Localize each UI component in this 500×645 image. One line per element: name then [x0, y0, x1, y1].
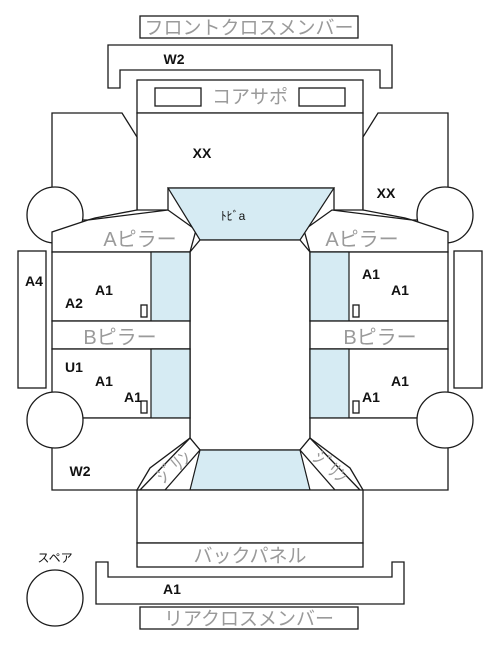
- front-left-window[interactable]: [150, 251, 191, 322]
- rear-right-window[interactable]: [309, 348, 350, 419]
- rear-left-door-code-2: A1: [95, 373, 113, 389]
- core-support-label: コアサポ: [212, 86, 288, 108]
- rear-bumper[interactable]: [95, 561, 405, 605]
- rear-window[interactable]: [189, 449, 311, 491]
- rear-right-door-code-1: A1: [391, 373, 409, 389]
- left-side-sill[interactable]: [17, 250, 47, 389]
- rear-bumper-code: A1: [163, 581, 181, 597]
- rear-cross-member-label: リアクロスメンバー: [164, 608, 334, 630]
- roof-label: ﾄﾋﾞa: [221, 209, 246, 223]
- roof[interactable]: [189, 239, 311, 451]
- front-left-door-code-2: A2: [65, 295, 83, 311]
- front-left-door-code-1: A1: [95, 282, 113, 298]
- rear-left-door-code-3: A1: [124, 389, 142, 405]
- rear-right-door-code-2: A1: [362, 389, 380, 405]
- hood-code: XX: [193, 145, 212, 161]
- rear-left-window[interactable]: [150, 348, 191, 419]
- front-cross-member-label: フロントクロスメンバー: [144, 17, 353, 39]
- b-pillar-right[interactable]: [309, 320, 449, 350]
- front-left-door-handle[interactable]: [140, 304, 148, 318]
- rear-left-door-code-1: U1: [65, 359, 83, 375]
- left-quarter-panel[interactable]: [51, 417, 191, 491]
- front-right-door-handle[interactable]: [352, 304, 360, 318]
- left-quarter-code: W2: [70, 463, 91, 479]
- a-pillar-right-label: Aピラー: [325, 229, 398, 251]
- rear-right-wheel[interactable]: [416, 391, 474, 449]
- back-panel[interactable]: [136, 542, 364, 568]
- b-pillar-left[interactable]: [51, 320, 191, 350]
- right-side-sill[interactable]: [453, 250, 483, 389]
- rear-cross-member-box[interactable]: [139, 606, 359, 630]
- b-pillar-right-label: Bピラー: [343, 327, 416, 349]
- right-fender-code: XX: [377, 185, 396, 201]
- a-pillar-left-label: Aピラー: [103, 229, 176, 251]
- spare-label: スペア: [37, 551, 72, 565]
- front-cross-member-box[interactable]: [139, 15, 359, 39]
- right-headlight[interactable]: [298, 87, 346, 107]
- front-right-window[interactable]: [309, 251, 350, 322]
- rear-left-door-handle[interactable]: [140, 400, 148, 414]
- back-panel-label: バックパネル: [193, 545, 306, 567]
- spare-tire[interactable]: [26, 569, 84, 627]
- trunk-lid[interactable]: [136, 489, 364, 544]
- rear-left-wheel[interactable]: [26, 391, 84, 449]
- left-headlight[interactable]: [154, 87, 202, 107]
- front-bumper-code: W2: [164, 51, 185, 67]
- left-side-sill-code: A4: [25, 273, 43, 289]
- front-right-door-code-2: A1: [391, 282, 409, 298]
- b-pillar-left-label: Bピラー: [83, 327, 156, 349]
- rear-right-door-handle[interactable]: [352, 400, 360, 414]
- front-right-door-code-1: A1: [362, 266, 380, 282]
- front-bumper[interactable]: [107, 44, 393, 89]
